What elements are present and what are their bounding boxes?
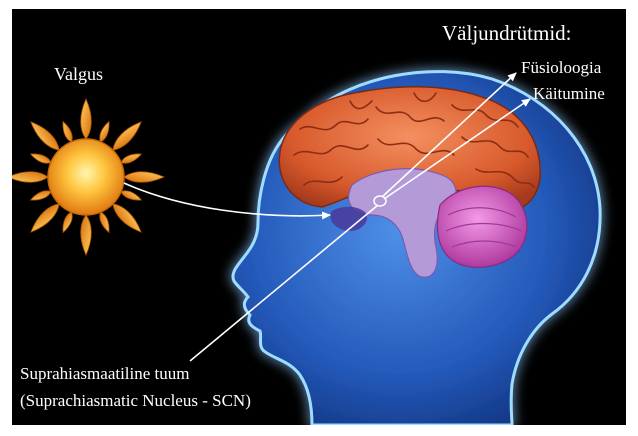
sun-icon — [12, 99, 164, 255]
output-rhythms-title: Väljundrütmid: — [442, 23, 572, 44]
scn-label-estonian: Suprahiasmaatiline tuum — [20, 365, 190, 382]
cerebellum — [437, 186, 526, 267]
light-label: Valgus — [54, 65, 103, 83]
physiology-label: Füsioloogia — [521, 59, 601, 76]
behavior-label: Käitumine — [533, 85, 605, 102]
scn-label-english: (Suprachiasmatic Nucleus - SCN) — [20, 392, 251, 409]
diagram-frame: Väljundrütmid: Füsioloogia Käitumine Val… — [12, 9, 626, 425]
